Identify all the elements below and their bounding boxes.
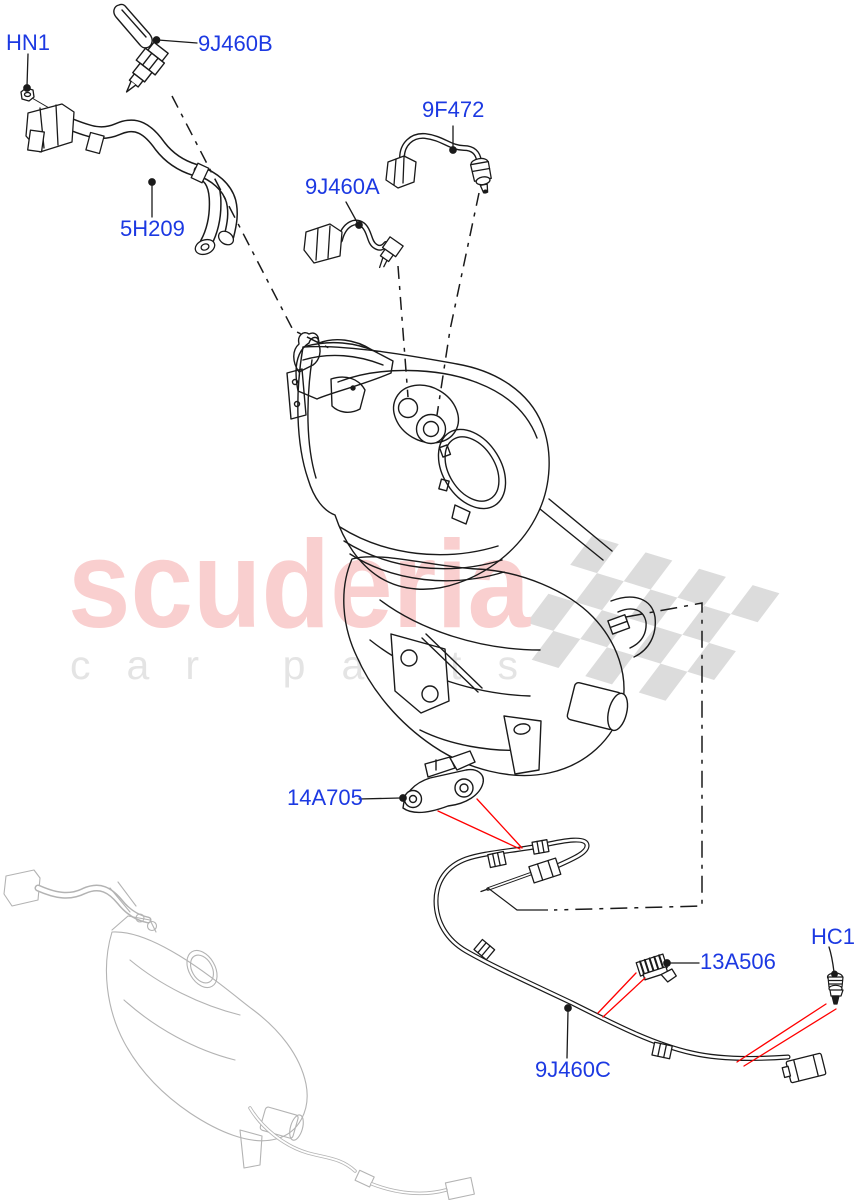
bracket-14a705-art — [402, 750, 484, 814]
clip-13a506-art — [635, 953, 677, 983]
oxygen-sensor-9f472-art — [385, 132, 492, 194]
bolt-hc1-art — [826, 972, 844, 1005]
assembly-dash-lines — [171, 95, 703, 911]
watermark-flag-icon — [526, 536, 780, 701]
callout-hc1[interactable]: HC1 — [811, 924, 856, 949]
red-pointer-lines — [437, 798, 837, 1067]
callout-13a506[interactable]: 13A506 — [700, 949, 776, 974]
oxygen-sensor-9j460a-art — [303, 219, 404, 269]
temp-sensor-cable-9j460c-art — [433, 837, 827, 1084]
catalytic-converter-art — [286, 332, 656, 777]
callout-9f472[interactable]: 9F472 — [422, 97, 485, 122]
wiring-harness-5h209-art — [25, 103, 238, 256]
callout-9j460b[interactable]: 9J460B — [198, 31, 273, 56]
ghost-assembly-art — [3, 869, 475, 1200]
callout-leader-lines — [23, 36, 838, 1059]
callout-9j460c[interactable]: 9J460C — [535, 1057, 611, 1082]
callout-14a705[interactable]: 14A705 — [287, 785, 363, 810]
callout-5h209[interactable]: 5H209 — [120, 216, 185, 241]
oxygen-sensor-9j460b-art — [113, 3, 169, 93]
watermark-brand-text: scuderia — [68, 516, 531, 654]
callout-9j460a[interactable]: 9J460A — [305, 174, 380, 199]
callout-hn1[interactable]: HN1 — [6, 30, 51, 55]
